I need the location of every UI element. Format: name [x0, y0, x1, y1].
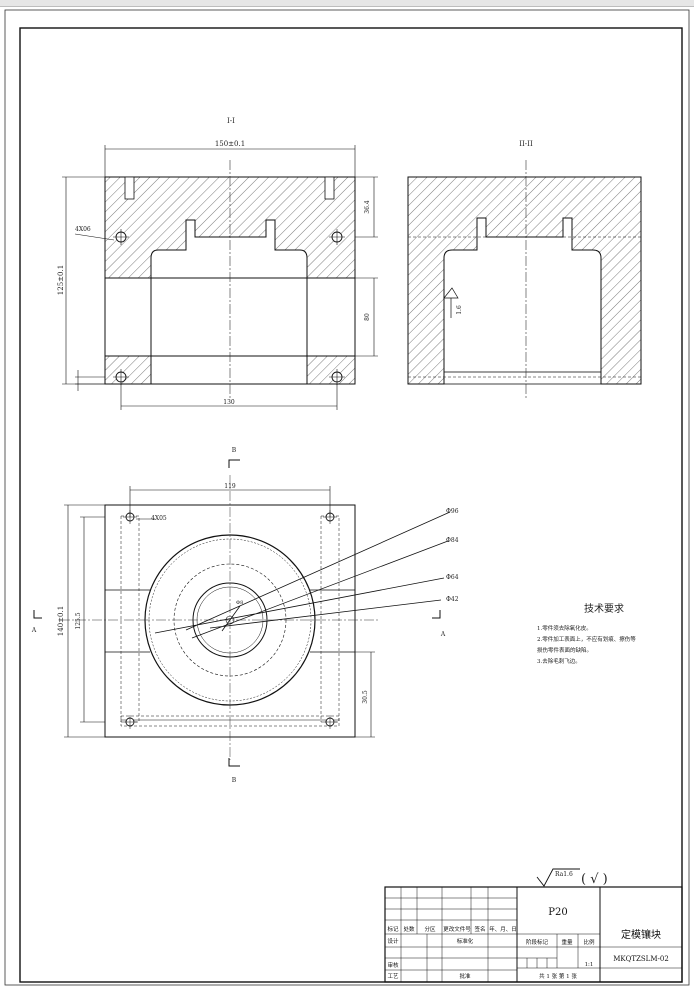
title-block-frame — [384, 886, 683, 983]
col-header-count: 处数 — [403, 925, 415, 933]
drawing-number: MKQTZSLM-02 — [613, 955, 669, 963]
front-view: I-I 150±0.1 125±0.1 36.4 80 130 4X06 — [57, 117, 378, 410]
front-right-mid-dim — [355, 277, 378, 357]
plan-rail-bottom — [120, 715, 340, 727]
title-grid-rows — [385, 897, 517, 971]
mid-grid — [517, 934, 579, 968]
roughness-value: Ra1.6 — [555, 871, 573, 878]
plan-inner-text: 125.5 — [75, 612, 82, 629]
title-block: 标记 处数 分区 更改文件号 签名 年、月、日 设计 标准化 审核 工艺 批准 … — [384, 886, 683, 983]
roughness-suffix: ( √ ) — [581, 872, 608, 887]
section-a-right-marker — [432, 610, 441, 619]
inner-border — [19, 27, 683, 983]
plan-height-dim — [64, 504, 105, 738]
roughness-check-icon — [536, 868, 580, 887]
front-width-dim — [104, 145, 356, 177]
outer-border — [4, 9, 690, 986]
side-view: II-II 1.6 — [407, 140, 642, 400]
label-design: 设计 — [387, 937, 399, 945]
front-pin-slot-left — [124, 176, 135, 200]
front-pin-slot-right — [324, 176, 335, 200]
plan-side-slot — [105, 589, 355, 653]
front-hole-leader — [74, 233, 115, 241]
label-standard: 标准化 — [457, 937, 474, 945]
front-height-text: 125±0.1 — [57, 265, 65, 295]
col-header-zone: 分区 — [424, 925, 436, 933]
label-weight: 重量 — [561, 938, 573, 946]
label-stage: 阶段标记 — [526, 938, 549, 946]
front-width-text: 150±0.1 — [215, 140, 245, 148]
label-scale: 比例 — [583, 938, 595, 946]
notes-item-4: 3.去除毛刺飞边。 — [537, 657, 581, 665]
label-review: 审核 — [387, 961, 399, 969]
front-bottom-text: 130 — [223, 399, 235, 406]
plan-height-text: 140±0.1 — [57, 606, 65, 636]
section-b-bottom-marker — [228, 758, 240, 767]
col-header-sign: 签名 — [474, 925, 485, 933]
side-roughness-text: 1.6 — [456, 305, 463, 315]
front-hatched-bottom-right — [306, 355, 356, 385]
section-a-left-marker — [33, 610, 42, 619]
side-bottom-step — [443, 371, 602, 385]
front-bottom-dim — [120, 384, 338, 410]
label-approve: 批准 — [459, 972, 471, 980]
front-height-dim — [62, 176, 105, 385]
plan-inner-dim — [80, 516, 105, 723]
plan-hole-text: 4X05 — [151, 515, 167, 522]
col-header-date: 年、月、日 — [489, 925, 517, 933]
plan-hole-span-dim — [129, 486, 331, 517]
plan-d2-text: Φ84 — [446, 537, 459, 544]
app-top-bar — [0, 0, 694, 7]
plan-hole-span-text: 119 — [224, 483, 236, 490]
material-text: P20 — [548, 907, 567, 918]
plan-d5-text: Φ8 — [236, 600, 243, 606]
general-roughness: Ra1.6 ( √ ) — [536, 868, 608, 887]
section-b-top-marker — [228, 459, 240, 468]
plan-right-dim — [355, 651, 375, 738]
side-view-label: II-II — [519, 140, 533, 148]
scale-value: 1:1 — [585, 962, 594, 968]
plan-d1-text: Φ96 — [446, 508, 459, 515]
front-cavity-walls — [150, 278, 308, 385]
title-grid-cols — [400, 887, 489, 982]
plan-rail-left — [120, 515, 140, 723]
side-hatched-body — [407, 176, 642, 385]
notes-item-2: 2.零件加工表面上，不应有划痕、擦伤等 — [537, 635, 636, 643]
notes-item-1: 1.零件须去除氧化皮。 — [537, 624, 592, 632]
plan-right-text: 30.5 — [362, 690, 369, 704]
front-right-mid-text: 80 — [364, 313, 371, 321]
front-right-top-text: 36.4 — [364, 200, 371, 214]
front-right-top-dim — [355, 176, 378, 238]
front-hole-text: 4X06 — [75, 226, 91, 233]
col-header-mark: 标记 — [387, 925, 399, 933]
sheet-info: 共 1 张 第 1 张 — [539, 972, 577, 980]
technical-notes: 技术要求 1.零件须去除氧化皮。 2.零件加工表面上，不应有划痕、擦伤等 损伤零… — [537, 602, 636, 665]
part-name: 定模镶块 — [621, 928, 661, 941]
side-roughness-symbol — [443, 287, 459, 318]
front-view-label: I-I — [227, 117, 235, 125]
section-a-left-label: A — [31, 627, 37, 634]
notes-item-3: 损伤零件表面的缺陷。 — [537, 646, 592, 654]
label-process: 工艺 — [387, 973, 399, 980]
section-b-top-label: B — [232, 447, 237, 454]
front-hole-centers — [113, 229, 345, 385]
section-b-bottom-label: B — [232, 777, 237, 784]
plan-d3-text: Φ64 — [446, 574, 459, 581]
plan-rail-right — [320, 515, 340, 723]
col-header-change: 更改文件号 — [443, 925, 471, 933]
section-a-right-label: A — [440, 631, 446, 638]
plan-diameter-leaders — [154, 511, 451, 639]
notes-title: 技术要求 — [584, 602, 624, 615]
front-small-dim — [75, 370, 105, 391]
plan-view: B B A A Φ96 Φ84 Φ64 Φ — [31, 447, 459, 784]
front-hatched-bottom-left — [104, 355, 152, 385]
plan-d4-text: Φ42 — [446, 596, 459, 603]
